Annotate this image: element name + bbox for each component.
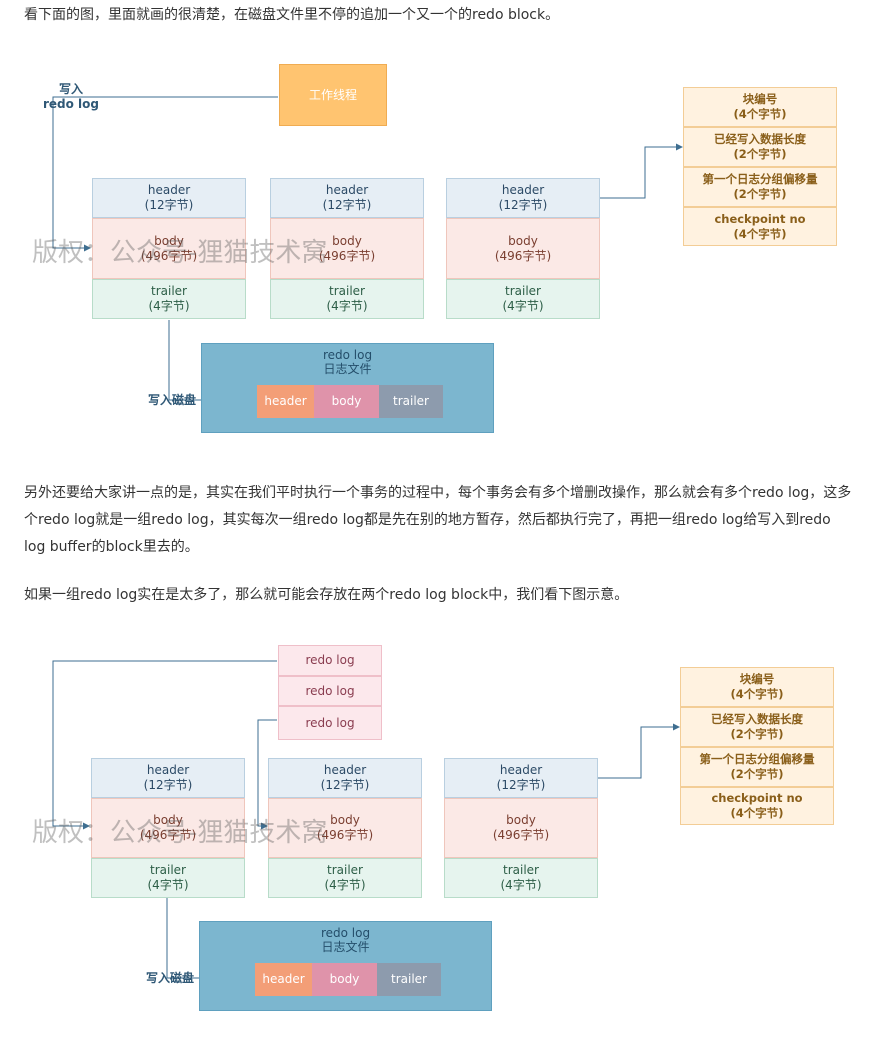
- block2-header: header(12字节): [268, 758, 422, 798]
- write-disk-label: 写入磁盘: [145, 971, 194, 985]
- block1-header: header(12字节): [92, 178, 246, 218]
- log-file-body-cell: body: [312, 963, 377, 996]
- block3-body: body(496字节): [444, 798, 598, 858]
- block3-header: header(12字节): [444, 758, 598, 798]
- log-file-trailer-cell: trailer: [377, 963, 441, 996]
- header-field-checkpoint-no: checkpoint no(4个字节): [680, 787, 834, 825]
- log-file-body-cell: body: [314, 385, 379, 418]
- header-field-checkpoint-no: checkpoint no(4个字节): [683, 207, 837, 246]
- block3-trailer: trailer(4字节): [446, 279, 600, 319]
- block1-body: body(496字节): [92, 218, 246, 279]
- block1-trailer: trailer(4字节): [91, 858, 245, 898]
- block1-body: body(496字节): [91, 798, 245, 858]
- block2-header: header(12字节): [270, 178, 424, 218]
- redo-log-entry-2: redo log: [278, 676, 382, 706]
- intro-paragraph: 看下面的图，里面就画的很清楚，在磁盘文件里不停的追加一个又一个的redo blo…: [24, 7, 560, 23]
- redo-log-file-title: redo log 日志文件: [322, 348, 373, 376]
- redo-log-file: redo log 日志文件 header body trailer: [201, 343, 494, 433]
- write-redo-log-label: 写入 redo log: [42, 82, 99, 111]
- block2-body: body(496字节): [270, 218, 424, 279]
- block3-body: body(496字节): [446, 218, 600, 279]
- log-file-header-cell: header: [257, 385, 314, 418]
- redo-log-entry-1: redo log: [278, 645, 382, 676]
- write-disk-label: 写入磁盘: [147, 393, 196, 407]
- header-field-data-length: 已经写入数据长度(2个字节): [683, 127, 837, 167]
- block2-body: body(496字节): [268, 798, 422, 858]
- header-field-block-number: 块编号(4个字节): [680, 667, 834, 707]
- group-redo-paragraph: 另外还要给大家讲一点的是，其实在我们平时执行一个事务的过程中，每个事务会有多个增…: [24, 485, 852, 555]
- block2-trailer: trailer(4字节): [270, 279, 424, 319]
- worker-thread-box: 工作线程: [279, 64, 387, 126]
- block2-trailer: trailer(4字节): [268, 858, 422, 898]
- header-field-first-group-offset: 第一个日志分组偏移量(2个字节): [680, 747, 834, 787]
- redo-log-entry-3: redo log: [278, 706, 382, 740]
- header-field-block-number: 块编号(4个字节): [683, 87, 837, 127]
- log-file-header-cell: header: [255, 963, 312, 996]
- block1-header: header(12字节): [91, 758, 245, 798]
- redo-log-file: redo log 日志文件 header body trailer: [199, 921, 492, 1011]
- log-file-trailer-cell: trailer: [379, 385, 443, 418]
- block3-trailer: trailer(4字节): [444, 858, 598, 898]
- header-field-first-group-offset: 第一个日志分组偏移量(2个字节): [683, 167, 837, 207]
- block1-trailer: trailer(4字节): [92, 279, 246, 319]
- redo-log-file-title: redo log 日志文件: [320, 926, 371, 954]
- two-blocks-paragraph: 如果一组redo log实在是太多了，那么就可能会存放在两个redo log b…: [24, 587, 629, 603]
- block3-header: header(12字节): [446, 178, 600, 218]
- header-field-data-length: 已经写入数据长度(2个字节): [680, 707, 834, 747]
